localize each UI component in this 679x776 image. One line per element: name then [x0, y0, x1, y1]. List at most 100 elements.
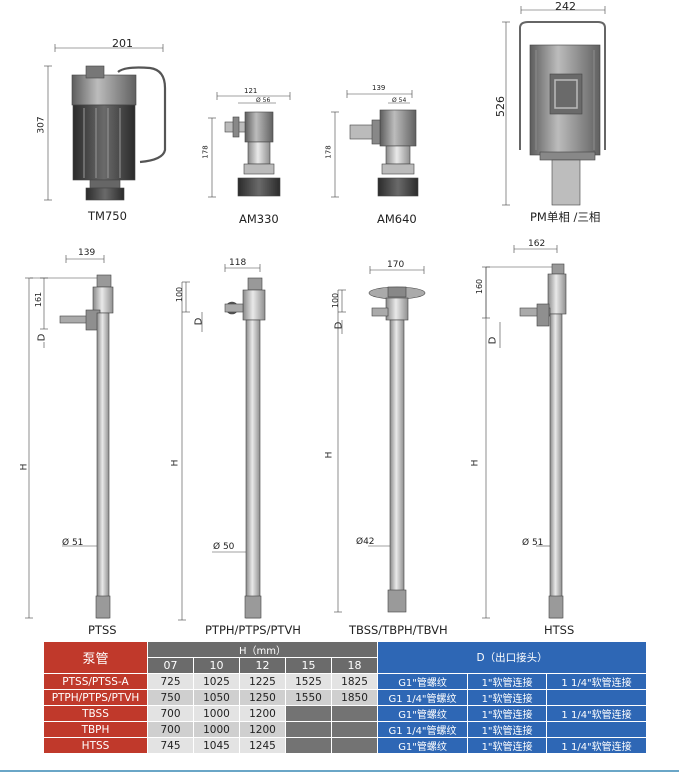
h-value: 1000	[193, 721, 240, 738]
h-value: 700	[147, 705, 194, 722]
ptph-top-h: 100	[175, 286, 185, 303]
ptss-dia: Ø 51	[62, 538, 84, 548]
htss-top-h: 160	[475, 278, 485, 295]
h-empty	[330, 721, 379, 738]
pm-label: PM单相 /三相	[530, 210, 601, 224]
d-value: 1 1/4"软管连接	[546, 737, 648, 754]
row-model: HTSS	[43, 737, 148, 754]
am640-label: AM640	[377, 212, 417, 226]
d-value: G1 1/4"管螺纹	[377, 721, 469, 738]
h-value: 1025	[193, 673, 240, 690]
ptss-top-h: 161	[34, 291, 44, 308]
ptph-d: D	[193, 317, 205, 326]
d-value: 1 1/4"软管连接	[546, 705, 648, 722]
htss-drawing	[482, 245, 567, 619]
am330-dia: Ø 56	[256, 97, 271, 104]
h-value: 1200	[239, 721, 286, 738]
row-model: TBSS	[43, 705, 148, 722]
pm-height: 526	[494, 96, 507, 117]
am330-width: 121	[244, 87, 258, 95]
tm750-drawing	[44, 44, 167, 201]
h-value: 1825	[330, 673, 379, 690]
d-value: 1"软管连接	[467, 673, 548, 690]
ptss-label: PTSS	[88, 623, 117, 637]
h-empty	[330, 705, 379, 722]
row-model: PTSS/PTSS-A	[43, 673, 148, 690]
h-value: 1245	[239, 737, 286, 754]
h-value: 1250	[239, 689, 286, 706]
pump-drawings	[25, 6, 606, 621]
h-code: 07	[147, 657, 194, 674]
table-row: PTPH/PTPS/PTVH 750 1050 1250 1550 1850 G…	[43, 689, 648, 706]
h-value: 1050	[193, 689, 240, 706]
h-code: 12	[239, 657, 286, 674]
tbss-width: 170	[387, 260, 405, 270]
ptss-h: H	[19, 463, 30, 471]
d-value: G1"管螺纹	[377, 737, 469, 754]
h-value: 725	[147, 673, 194, 690]
d-value: G1"管螺纹	[377, 705, 469, 722]
tbss-drawing	[334, 266, 426, 613]
h-code: 18	[330, 657, 379, 674]
am640-drawing	[331, 90, 419, 198]
h-value: 1000	[193, 705, 240, 722]
htss-width: 162	[528, 239, 546, 249]
am330-label: AM330	[239, 212, 279, 226]
ptss-width: 139	[78, 248, 96, 258]
tm750-label: TM750	[88, 209, 127, 223]
spec-table: 泵管 H（mm） D（出口接头） 07 10 12 15 18 PTSS/PTS…	[43, 641, 648, 754]
h-value: 1225	[239, 673, 286, 690]
tm750-width: 201	[112, 37, 133, 50]
row-model: TBPH	[43, 721, 148, 738]
header-h: H（mm）	[146, 641, 379, 658]
tbss-d: D	[333, 321, 345, 330]
d-value	[546, 689, 648, 706]
table-row: TBSS 700 1000 1200 G1"管螺纹 1"软管连接 1 1/4"软…	[43, 705, 648, 722]
h-value: 1200	[239, 705, 286, 722]
h-value: 750	[147, 689, 194, 706]
am640-width: 139	[372, 84, 386, 92]
d-value: 1"软管连接	[467, 705, 548, 722]
tbss-label: TBSS/TBPH/TBVH	[349, 623, 448, 637]
h-value: 1850	[330, 689, 379, 706]
d-value: 1"软管连接	[467, 737, 548, 754]
h-empty	[330, 737, 379, 754]
htss-h: H	[470, 459, 481, 467]
row-model: PTPH/PTPS/PTVH	[43, 689, 148, 706]
tbss-h: H	[324, 451, 335, 459]
bottom-divider	[0, 770, 679, 772]
h-empty	[285, 721, 332, 738]
am330-height: 178	[201, 145, 210, 159]
h-value: 1525	[285, 673, 332, 690]
ptph-drawing	[178, 264, 266, 621]
h-value: 745	[147, 737, 194, 754]
ptph-h: H	[170, 459, 181, 467]
tbss-top-h: 100	[331, 292, 341, 309]
header-pipe: 泵管	[43, 641, 148, 674]
am640-height: 178	[324, 145, 333, 159]
h-code: 10	[193, 657, 240, 674]
h-value: 1045	[193, 737, 240, 754]
d-value: G1 1/4"管螺纹	[377, 689, 469, 706]
ptss-d: D	[36, 333, 48, 342]
am640-dia: Ø 54	[392, 97, 407, 104]
ptph-dia: Ø 50	[213, 542, 235, 552]
header-h-unit: （mm）	[246, 646, 287, 657]
tm750-height: 307	[36, 116, 47, 134]
tbss-dia: Ø42	[356, 537, 375, 547]
h-value: 700	[147, 721, 194, 738]
htss-label: HTSS	[544, 623, 575, 637]
table-row: PTSS/PTSS-A 725 1025 1225 1525 1825 G1"管…	[43, 673, 648, 690]
h-code: 15	[285, 657, 332, 674]
h-empty	[285, 737, 332, 754]
ptph-width: 118	[229, 258, 247, 268]
table-row: HTSS 745 1045 1245 G1"管螺纹 1"软管连接 1 1/4"软…	[43, 737, 648, 754]
ptss-drawing	[25, 255, 114, 619]
header-h-letter: H	[239, 646, 247, 657]
h-value: 1550	[285, 689, 332, 706]
header-d: D（出口接头）	[377, 641, 648, 674]
pm-drawing	[502, 6, 606, 206]
d-value: 1"软管连接	[467, 689, 548, 706]
htss-d: D	[487, 336, 499, 345]
d-value	[546, 721, 648, 738]
